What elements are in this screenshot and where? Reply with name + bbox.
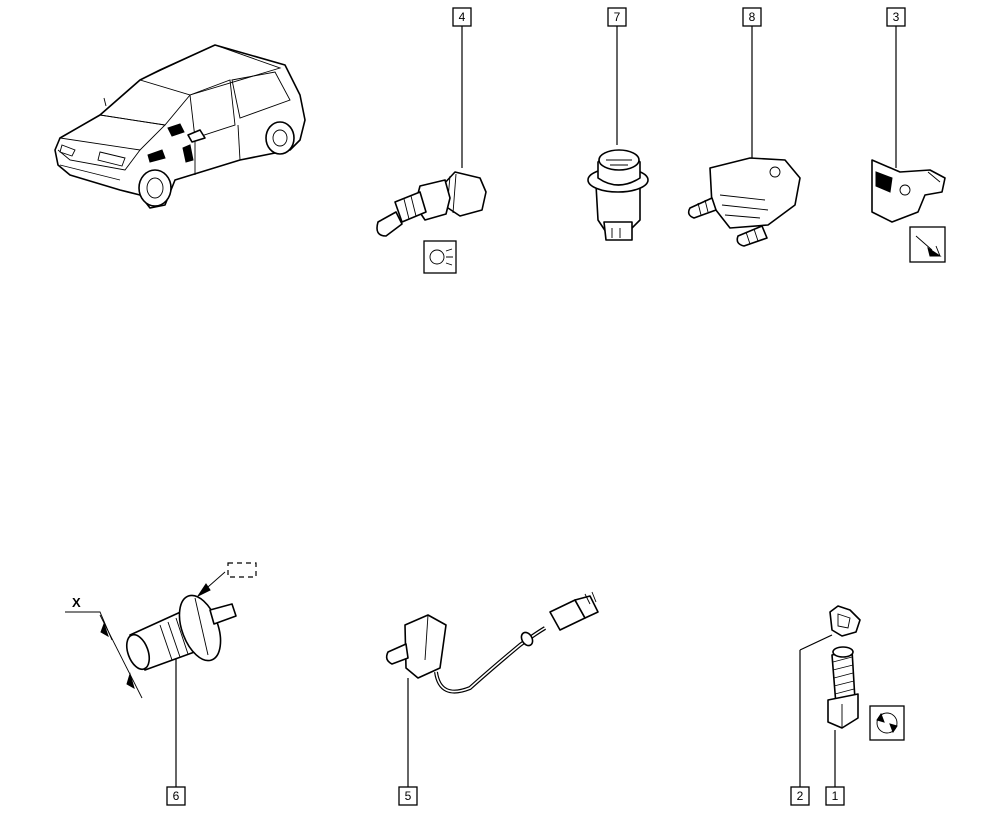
callout-7: 7: [614, 10, 621, 24]
callout-2: 2: [797, 789, 804, 803]
part-3-switch: 3: [871, 7, 946, 263]
warning-tool-icon: [915, 235, 933, 251]
lamp-symbol-icon: [429, 249, 445, 265]
callout-6: 6: [173, 789, 180, 803]
part-4-sensor: 4: [376, 7, 487, 274]
part-1-switch: 1: [825, 646, 905, 806]
callout-3: 3: [893, 10, 900, 24]
dimension-x-label: X: [72, 595, 81, 610]
part-6-lamp-holder: 6 X: [65, 562, 257, 806]
callout-8: 8: [749, 10, 756, 24]
part-2-clip: 2: [790, 605, 861, 806]
callout-1: 1: [832, 789, 839, 803]
part-7-push-switch: 7: [587, 7, 649, 241]
callout-5: 5: [405, 789, 412, 803]
part-5-switch-harness: 5: [385, 591, 599, 806]
part-8-bracket-switch: 8: [687, 7, 801, 247]
dashed-rectangle-icon: [227, 562, 257, 578]
car-illustration: [54, 44, 306, 209]
rotation-symbol-icon: [876, 712, 898, 734]
callout-4: 4: [459, 10, 466, 24]
